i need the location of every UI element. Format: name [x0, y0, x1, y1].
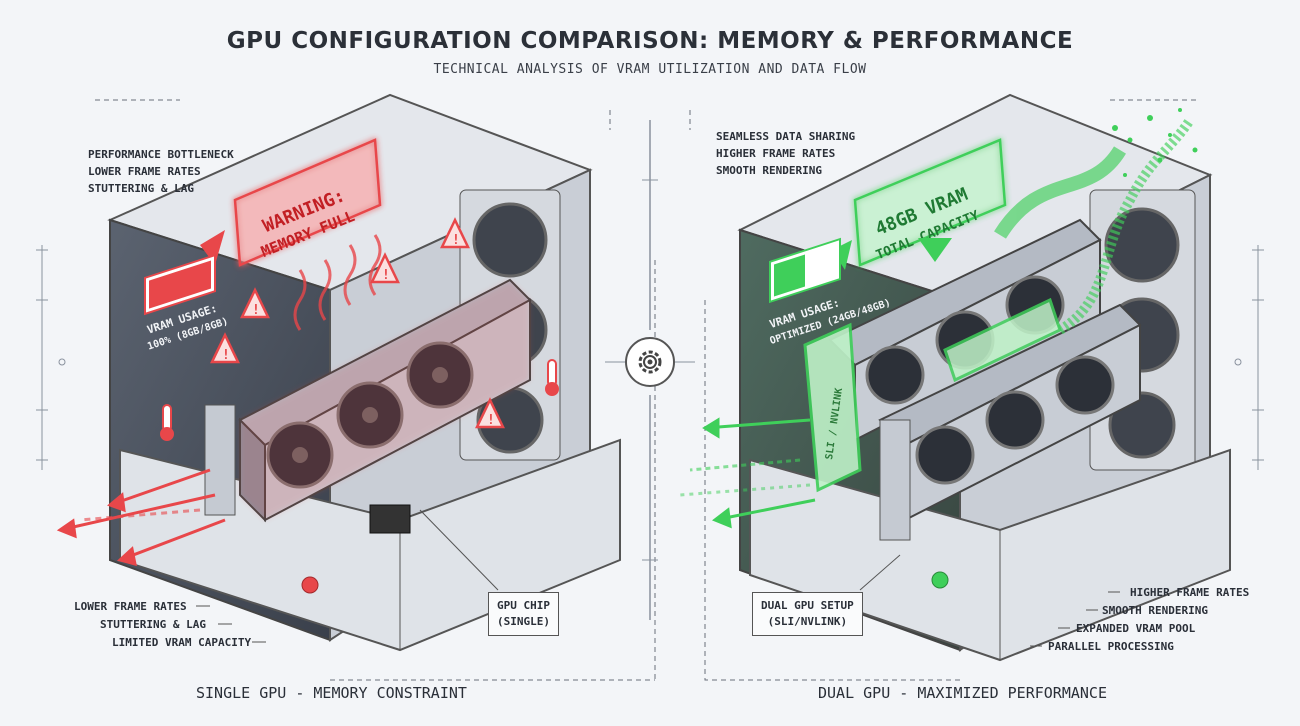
dual-gpu-callout: DUAL GPU SETUP (SLI/NVLINK) — [752, 592, 863, 636]
left-bottom-note: STUTTERING & LAG — [100, 618, 206, 631]
gpu-chip-callout: GPU CHIP (SINGLE) — [488, 592, 559, 636]
right-top-note: HIGHER FRAME RATES — [716, 147, 836, 160]
svg-text:!: ! — [487, 413, 495, 428]
left-top-note: PERFORMANCE BOTTLENECK — [88, 148, 234, 161]
left-top-note: LOWER FRAME RATES — [88, 165, 201, 178]
gear-icon — [638, 350, 662, 374]
page-subtitle: TECHNICAL ANALYSIS OF VRAM UTILIZATION A… — [433, 62, 867, 77]
page-title: GPU CONFIGURATION COMPARISON: MEMORY & P… — [226, 28, 1074, 54]
green-data-flow — [994, 117, 1195, 335]
gpu-chip-leader — [419, 509, 499, 591]
red-led — [301, 576, 319, 594]
right-bottom-note: EXPANDED VRAM POOL — [1076, 622, 1196, 635]
right-ruler — [1234, 245, 1264, 470]
right-top-note: SEAMLESS DATA SHARING — [716, 130, 856, 143]
right-caption: DUAL GPU - MAXIMIZED PERFORMANCE — [818, 684, 1107, 702]
sli-nvlink-bridge: SLI / NVLINK — [803, 297, 1062, 493]
svg-text:!: ! — [252, 303, 260, 318]
gpu-chip-callout-line1: GPU CHIP — [497, 599, 550, 612]
svg-text:!: ! — [452, 233, 460, 248]
right-bottom-leaders — [1030, 591, 1120, 647]
green-led — [931, 571, 949, 589]
right-bottom-note: HIGHER FRAME RATES — [1130, 586, 1250, 599]
warning-triangle-icon — [210, 217, 505, 429]
svg-text:!: ! — [382, 268, 390, 283]
left-bottom-note: LOWER FRAME RATES — [74, 600, 187, 613]
right-exhaust-arrows — [679, 417, 816, 529]
right-bottom-note: SMOOTH RENDERING — [1102, 604, 1208, 617]
gpu-chip-callout-line2: (SINGLE) — [497, 615, 550, 628]
svg-text:!: ! — [222, 348, 230, 363]
left-exhaust-arrows — [56, 468, 226, 567]
left-bottom-note: LIMITED VRAM CAPACITY — [112, 636, 252, 649]
left-ruler — [36, 245, 66, 470]
right-top-notes: SEAMLESS DATA SHARING HIGHER FRAME RATES… — [716, 128, 855, 179]
dual-gpu-callout-line1: DUAL GPU SETUP — [761, 599, 854, 612]
thermometer-icon — [160, 359, 559, 441]
green-particles — [1112, 108, 1198, 177]
left-bottom-leaders — [196, 605, 266, 643]
dashed-frame-left — [95, 99, 656, 681]
center-divider — [605, 120, 695, 620]
left-caption: SINGLE GPU - MEMORY CONSTRAINT — [196, 684, 467, 702]
left-top-notes: PERFORMANCE BOTTLENECK LOWER FRAME RATES… — [88, 146, 234, 197]
right-top-note: SMOOTH RENDERING — [716, 164, 822, 177]
dual-gpu-callout-line2: (SLI/NVLINK) — [767, 615, 848, 628]
right-bottom-note: PARALLEL PROCESSING — [1048, 640, 1174, 653]
heat-wave-icon — [293, 234, 382, 331]
dual-gpu-leader — [859, 554, 901, 591]
left-top-note: STUTTERING & LAG — [88, 182, 194, 195]
